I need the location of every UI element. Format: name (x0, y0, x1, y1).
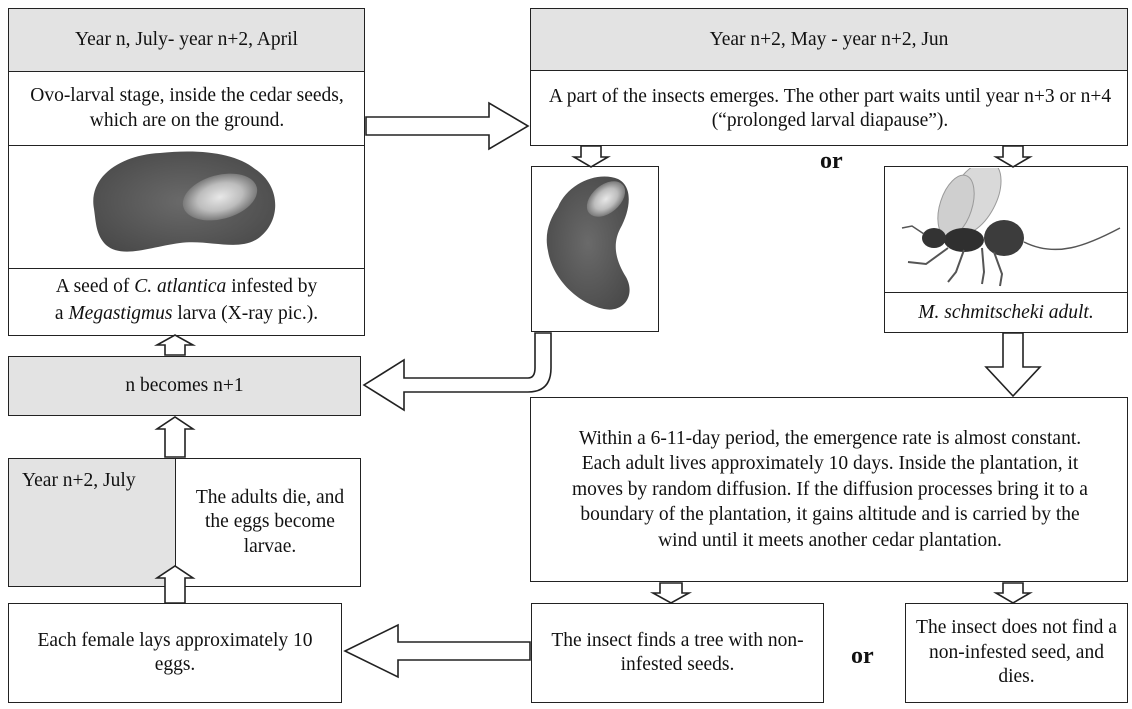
divider (8, 71, 365, 72)
not-find-text: The insect does not find a non-infested … (916, 617, 1117, 688)
wasp-image (901, 168, 1121, 287)
left-period-title: Year n, July- year n+2, April (75, 28, 298, 50)
female-lays-text: Each female lays approximately 10 eggs. (37, 629, 313, 675)
arrow-down-to-not-find (993, 582, 1033, 604)
divider (8, 268, 365, 269)
year-july-label: Year n+2, July (22, 470, 136, 491)
arrow-up-to-adults-die (154, 565, 196, 604)
or-label: or (820, 148, 843, 174)
adult-caption: M. schmitscheki adult. (918, 301, 1094, 323)
arrow-left-to-female-lays (343, 623, 531, 679)
seed-caption: A seed of C. atlantica infested by a Meg… (54, 276, 319, 325)
emergence-text: A part of the insects emerges. The other… (548, 85, 1112, 131)
female-lays-box (8, 603, 342, 703)
arrow-right-to-emergence (365, 101, 530, 151)
right-period-header (530, 8, 1128, 71)
dispersal-box (530, 397, 1128, 582)
left-stage-box-outline (8, 8, 365, 336)
left-period-header (8, 8, 365, 71)
n-becomes-label: n becomes n+1 (125, 374, 244, 396)
finds-tree-text: The insect finds a tree with non-infeste… (551, 629, 804, 675)
arrow-down-to-seed (571, 145, 611, 168)
not-find-box (905, 603, 1128, 703)
n-becomes-box (8, 356, 361, 416)
seed-xray-image (93, 151, 276, 252)
divider (884, 292, 1128, 293)
arrow-down-to-dispersal (984, 332, 1042, 398)
arrow-down-to-finds-tree (649, 582, 693, 604)
arrow-diapause-to-n-becomes (362, 332, 552, 412)
or-label: or (851, 643, 874, 669)
arrow-down-to-adult (993, 145, 1033, 168)
arrow-up-to-n-becomes (154, 416, 196, 458)
dispersal-text: Within a 6-11-day period, the emergence … (572, 428, 1088, 551)
ovo-larval-text: Ovo-larval stage, inside the cedar seeds… (30, 85, 344, 131)
adults-die-text: The adults die, and the eggs become larv… (195, 486, 345, 557)
diapause-seed-image (546, 176, 630, 310)
finds-tree-box (531, 603, 824, 703)
arrow-up-to-seed-caption (153, 334, 197, 356)
divider (8, 145, 365, 146)
right-period-title: Year n+2, May - year n+2, Jun (709, 28, 949, 50)
year-july-cell (8, 458, 176, 587)
